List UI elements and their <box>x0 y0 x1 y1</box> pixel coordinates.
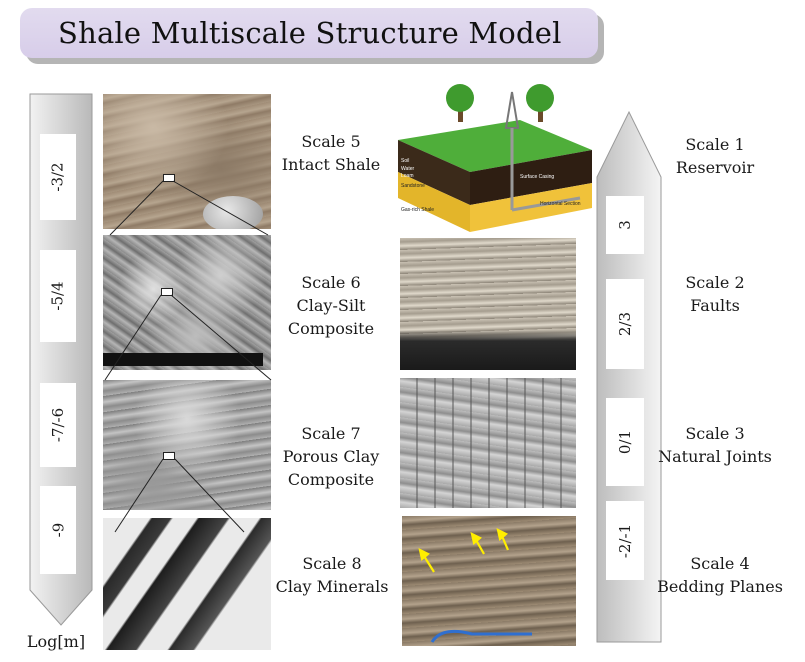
scale-7-label: Scale 7 Porous Clay Composite <box>282 424 380 489</box>
page-title: Shale Multiscale Structure Model <box>20 8 598 58</box>
left-scale-box-4: -9 <box>40 486 76 574</box>
natural-joints-photo <box>400 378 576 508</box>
zoom-marker <box>163 174 175 182</box>
drilling-rig-icon <box>504 91 581 212</box>
left-scale-box-3: -7/-6 <box>40 383 76 467</box>
svg-text:Water: Water <box>401 166 414 172</box>
intact-shale-photo <box>103 94 271 229</box>
right-scale-box-3: 0/1 <box>606 398 644 486</box>
zoom-marker <box>161 288 173 296</box>
axis-unit-label: Log[m] <box>26 632 86 651</box>
faults-outcrop-photo <box>400 238 576 370</box>
clay-silt-sem-image <box>103 235 271 370</box>
annotation-arrows <box>418 527 532 643</box>
right-scale-box-4: -2/-1 <box>606 501 644 580</box>
svg-text:Horizontal Section: Horizontal Section <box>540 201 581 207</box>
svg-text:Sandstone: Sandstone <box>401 183 425 189</box>
ground-surface <box>398 120 592 172</box>
right-scale-box-1: 3 <box>606 196 644 254</box>
svg-text:Soil: Soil <box>401 158 409 164</box>
scale-1-label: Scale 1 Reservoir <box>675 135 755 177</box>
svg-text:Surface Casing: Surface Casing <box>520 174 554 180</box>
scale-3-label: Scale 3 Natural Joints <box>658 424 772 466</box>
clay-minerals-tem-image <box>103 518 271 650</box>
left-scale-box-2: -5/4 <box>40 250 76 342</box>
svg-text:Gas-rich Shale: Gas-rich Shale <box>401 207 434 213</box>
scale-6-label: Scale 6 Clay-Silt Composite <box>287 273 375 338</box>
scale-8-label: Scale 8 Clay Minerals <box>275 554 389 596</box>
bedding-planes-photo <box>402 516 576 646</box>
scale-5-label: Scale 5 Intact Shale <box>281 132 381 174</box>
sem-scale-bar <box>103 353 263 366</box>
coin-image <box>203 196 263 229</box>
tree-icon <box>446 84 554 122</box>
right-scale-box-2: 2/3 <box>606 279 644 369</box>
left-scale-box-1: -3/2 <box>40 134 76 220</box>
svg-text:Loam: Loam <box>401 173 414 179</box>
zoom-marker <box>163 452 175 460</box>
scale-4-label: Scale 4 Bedding Planes <box>657 554 783 596</box>
porous-clay-sem-image <box>103 380 271 510</box>
scale-2-label: Scale 2 Faults <box>685 273 745 315</box>
